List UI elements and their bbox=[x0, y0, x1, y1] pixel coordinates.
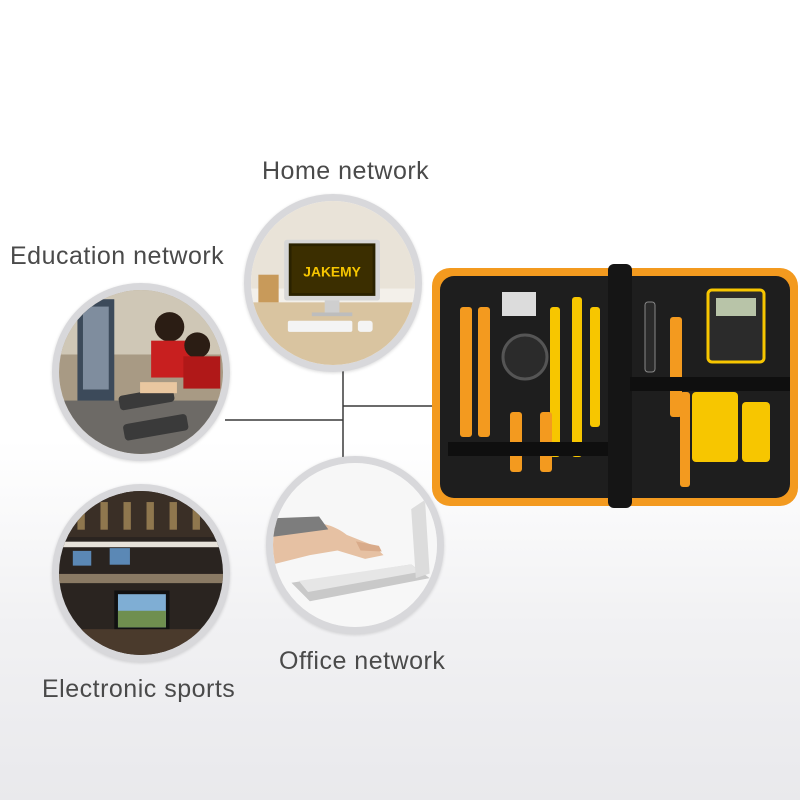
office-network-image bbox=[266, 456, 444, 634]
label-electronic-sports: Electronic sports bbox=[42, 675, 236, 703]
home-network-image: JAKEMY bbox=[244, 194, 422, 372]
label-education-network: Education network bbox=[10, 242, 225, 270]
education-network-image bbox=[52, 283, 230, 461]
tool-kit-case-image bbox=[430, 262, 800, 510]
label-office-network: Office network bbox=[279, 647, 446, 675]
monitor-brand-text: JAKEMY bbox=[303, 264, 361, 280]
label-home-network: Home network bbox=[262, 157, 430, 185]
electronic-sports-image bbox=[52, 484, 230, 662]
